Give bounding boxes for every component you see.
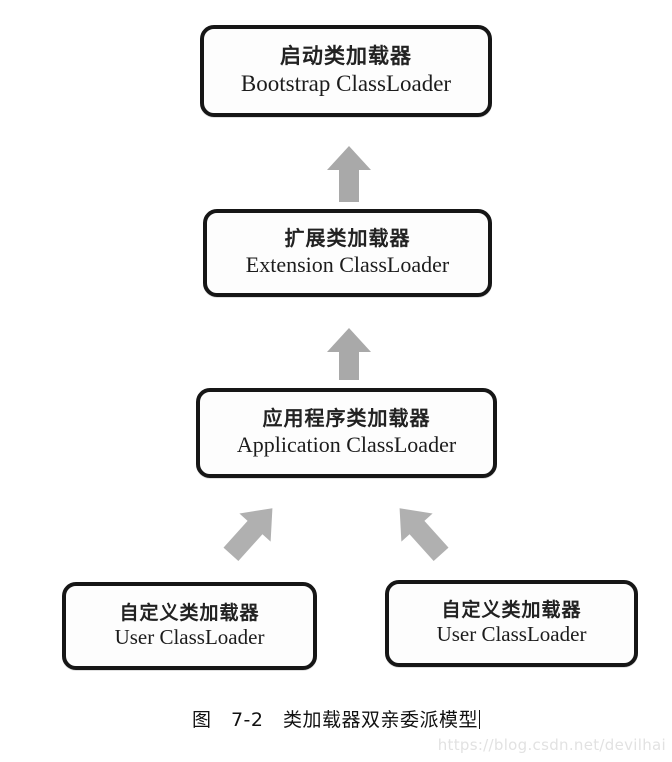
node-application-label-en: Application ClassLoader <box>236 431 457 457</box>
csdn-watermark: https://blog.csdn.net/devilhai <box>437 736 666 754</box>
text-cursor <box>479 710 481 729</box>
figure-caption: 图 7-2 类加载器双亲委派模型 <box>0 705 672 732</box>
arrow-up-application-to-extension-icon <box>325 326 373 382</box>
node-application-label-cn: 应用程序类加载器 <box>262 406 431 431</box>
node-user-left-label-en: User ClassLoader <box>114 624 265 649</box>
arrow-diagonal-user-right-to-application-icon <box>386 496 456 568</box>
node-user-classloader-left: 自定义类加载器 User ClassLoader <box>62 582 317 670</box>
node-user-right-label-cn: 自定义类加载器 <box>441 599 582 622</box>
node-extension-label-en: Extension ClassLoader <box>245 251 450 277</box>
node-extension-classloader: 扩展类加载器 Extension ClassLoader <box>203 209 492 297</box>
node-bootstrap-classloader: 启动类加载器 Bootstrap ClassLoader <box>200 25 492 117</box>
figure-caption-text: 图 7-2 类加载器双亲委派模型 <box>191 709 479 731</box>
node-bootstrap-label-cn: 启动类加载器 <box>280 44 412 69</box>
node-user-left-label-cn: 自定义类加载器 <box>119 601 260 624</box>
node-application-classloader: 应用程序类加载器 Application ClassLoader <box>196 388 497 478</box>
node-user-right-label-en: User ClassLoader <box>436 622 587 646</box>
node-extension-label-cn: 扩展类加载器 <box>284 226 411 251</box>
node-bootstrap-label-en: Bootstrap ClassLoader <box>240 70 452 96</box>
arrow-diagonal-user-left-to-application-icon <box>216 496 286 568</box>
node-user-classloader-right: 自定义类加载器 User ClassLoader <box>385 580 638 667</box>
arrow-up-extension-to-bootstrap-icon <box>325 144 373 204</box>
